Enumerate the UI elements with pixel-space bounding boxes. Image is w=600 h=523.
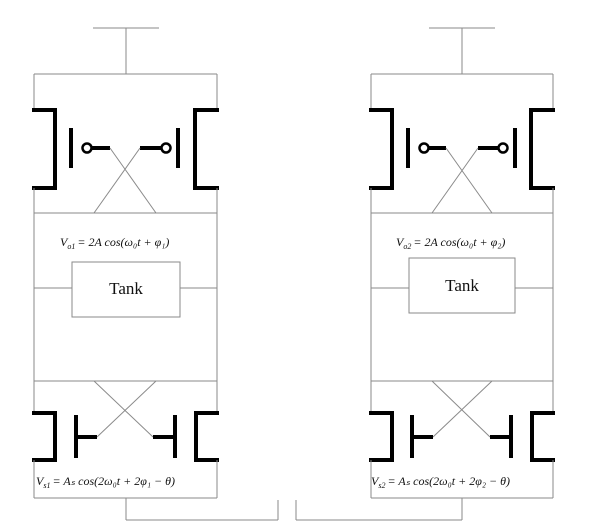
- pmos-left-2: [369, 108, 446, 190]
- oscillator-1: Vo1= 2A cos(ω₀t + φ₁) Tank: [32, 27, 279, 521]
- nmos-left-1: [32, 411, 97, 462]
- tank-label-2: Tank: [445, 276, 479, 295]
- supply-rail-1: [33, 27, 218, 110]
- nmos-right-1: [153, 411, 219, 462]
- pmos-right-1: [140, 108, 219, 190]
- pmos-cross-coupling-2: [431, 147, 493, 214]
- source-voltage-eq-2: Vs2= Aₛ cos(2ω₀t + 2φ₂ − θ): [371, 474, 510, 490]
- output-voltage-eq-1: Vo1= 2A cos(ω₀t + φ₁): [60, 235, 169, 251]
- bottom-rail-1: [33, 460, 279, 521]
- oscillator-2: Vo2= 2A cos(ω₀t + φ₂) Tank Vs2=: [295, 27, 555, 521]
- rails-1: [33, 188, 218, 413]
- nmos-cross-coupling-1: [93, 380, 157, 438]
- nmos-cross-coupling-2: [431, 380, 493, 438]
- tank-2: Tank: [408, 257, 516, 314]
- supply-rail-2: [370, 27, 554, 110]
- tank-label-1: Tank: [109, 279, 143, 298]
- source-voltage-eq-1: Vs1= Aₛ cos(2ω₀t + 2φ₁ − θ): [36, 474, 175, 490]
- tank-1: Tank: [71, 261, 181, 318]
- bottom-rail-2: [295, 460, 554, 521]
- pmos-cross-coupling-1: [93, 147, 157, 214]
- nmos-right-2: [490, 411, 555, 462]
- rails-2: [370, 188, 554, 413]
- output-voltage-eq-2: Vo2= 2A cos(ω₀t + φ₂): [396, 235, 505, 251]
- pmos-left-1: [32, 108, 110, 190]
- pmos-right-2: [478, 108, 555, 190]
- nmos-left-2: [369, 411, 433, 462]
